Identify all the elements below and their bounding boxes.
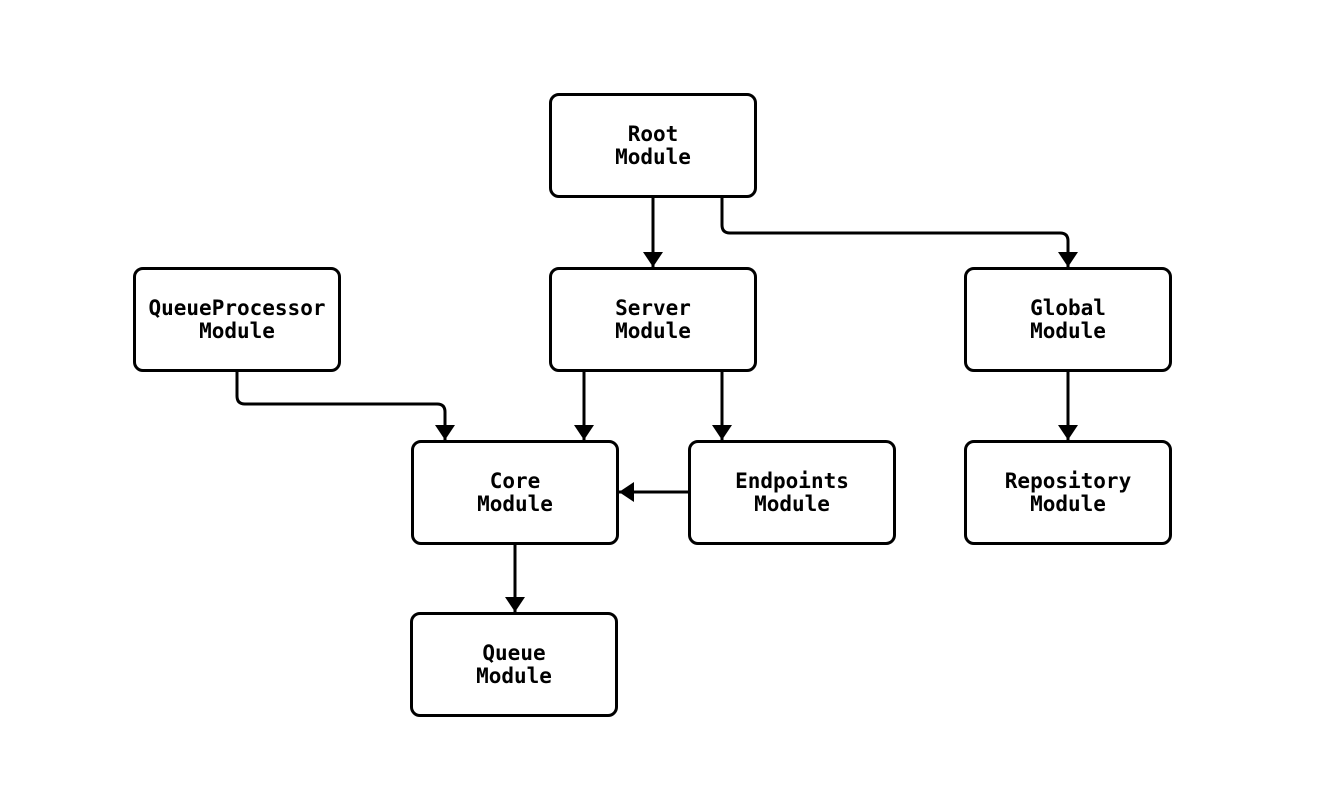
edge-root-to-global: [720, 198, 1078, 267]
node-global-module: Global Module: [964, 267, 1172, 372]
node-label-line1: QueueProcessor: [148, 295, 326, 320]
node-label-line1: Repository: [1004, 468, 1132, 493]
node-label-line2: Module: [615, 318, 691, 343]
node-label-line1: Server: [615, 295, 691, 320]
node-label-line2: Module: [199, 318, 275, 343]
edge-queueprocessor-to-core: [235, 372, 455, 440]
node-label-line1: Root: [627, 121, 679, 146]
node-label-line1: Global: [1030, 295, 1106, 320]
node-queue-module: Queue Module: [410, 612, 618, 717]
node-label-line2: Module: [476, 663, 552, 688]
node-repository-module: Repository Module: [964, 440, 1172, 545]
node-server-module: Server Module: [549, 267, 757, 372]
node-label-line1: Core: [489, 468, 541, 493]
node-label-line2: Module: [477, 491, 553, 516]
node-queueprocessor-module: QueueProcessor Module: [133, 267, 341, 372]
node-label-line1: Endpoints: [735, 468, 849, 493]
node-endpoints-module: Endpoints Module: [688, 440, 896, 545]
node-label-line2: Module: [1030, 491, 1106, 516]
node-label-line2: Module: [1030, 318, 1106, 343]
node-label-line2: Module: [754, 491, 830, 516]
node-root-module: Root Module: [549, 93, 757, 198]
node-label-line1: Queue: [482, 640, 546, 665]
node-label-line2: Module: [615, 144, 691, 169]
node-core-module: Core Module: [411, 440, 619, 545]
